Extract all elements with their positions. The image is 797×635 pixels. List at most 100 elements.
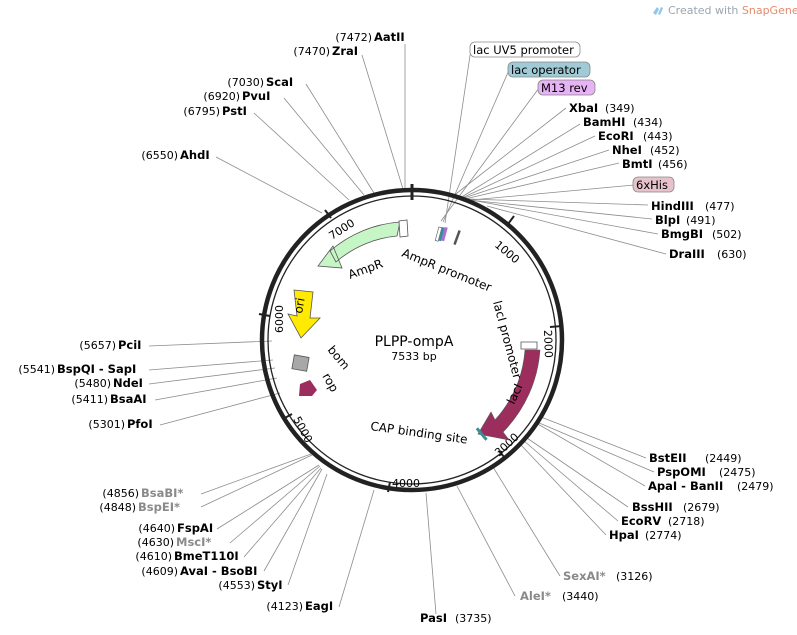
tag-lac-operator: lac operator (511, 63, 581, 77)
feature-label-cap: CAP binding site (370, 419, 469, 446)
tag-m13-rev-box[interactable] (537, 79, 596, 96)
ampr-promoter-box[interactable] (398, 219, 409, 238)
backbone (259, 184, 565, 493)
site-bmti-pos: (456) (658, 158, 688, 171)
svg-text:Created with SnapGene®: Created with SnapGene® (668, 3, 797, 17)
tag-6xhis: 6xHis (636, 178, 668, 192)
site-psti[interactable]: PstI (222, 104, 247, 118)
laci-arrow[interactable] (477, 349, 541, 441)
site-alei[interactable]: AleI* (520, 589, 551, 603)
bom-box[interactable] (291, 354, 310, 372)
site-ahdi-pos: (6550) (141, 149, 178, 162)
site-bmgbi[interactable]: BmgBI (661, 227, 703, 241)
site-ndei[interactable]: NdeI (113, 376, 143, 390)
site-fspai[interactable]: FspAI (177, 521, 213, 535)
site-ndei-pos: (5480) (74, 377, 111, 390)
site-nhei[interactable]: NheI (612, 143, 642, 157)
site-apai-banii[interactable]: ApaI - BanII (648, 479, 723, 493)
tag-lac-uv5-box[interactable] (469, 41, 581, 58)
site-bsabi[interactable]: BsaBI* (141, 486, 183, 500)
his-tag-mark[interactable] (453, 230, 461, 246)
site-ahdi[interactable]: AhdI (180, 148, 210, 162)
site-hindiii[interactable]: HindIII (651, 199, 694, 213)
site-draiii-pos: (630) (717, 248, 747, 261)
site-blpi-pos: (491) (686, 214, 716, 227)
site-avai-bsobi[interactable]: AvaI - BsoBI (180, 564, 257, 578)
tag-lac-operator-box[interactable] (507, 61, 591, 78)
lac-operator-mark[interactable] (438, 226, 445, 242)
ori-arrow[interactable] (287, 289, 321, 339)
site-psti-pos: (6795) (183, 105, 220, 118)
plasmid-name: PLPP-ompA (375, 334, 454, 350)
site-alei-pos: (3440) (562, 590, 599, 603)
site-pasi-pos: (3735) (455, 612, 492, 625)
tag-6xhis-box[interactable] (632, 176, 675, 193)
laci-promoter-box[interactable] (520, 341, 538, 350)
site-aatii-pos: (7472) (335, 31, 372, 44)
site-pfoi[interactable]: PfoI (127, 417, 153, 431)
sites-left: (7472) AatII (7470) ZraI (7030) ScaI (69… (18, 30, 404, 613)
site-msci-pos: (4630) (137, 536, 174, 549)
feature-label-laci-promoter: lacI promoter (490, 299, 524, 380)
site-msci[interactable]: MscI* (176, 535, 211, 549)
site-bsteii[interactable]: BstEII (649, 451, 687, 465)
site-nhei-pos: (452) (650, 144, 680, 157)
site-pcii-pos: (5657) (79, 339, 116, 352)
site-pvui-pos: (6920) (203, 90, 240, 103)
m13-rev-mark[interactable] (441, 226, 448, 242)
site-aatii[interactable]: AatII (374, 30, 405, 44)
site-ecori[interactable]: EcoRI (598, 129, 634, 143)
feature-label-ampr-promoter: AmpR promoter (400, 246, 494, 295)
tick-2000: 2000 (541, 330, 555, 358)
site-ecorv-pos: (2718) (668, 515, 705, 528)
tick-4000: 4000 (392, 477, 420, 490)
site-styi-pos: (4553) (218, 579, 255, 592)
site-eagi-pos: (4123) (266, 600, 303, 613)
feature-label-bom: bom (325, 343, 353, 372)
site-zrai-pos: (7470) (293, 45, 330, 58)
site-pspomi-pos: (2475) (719, 466, 756, 479)
watermark-prefix: Created with (668, 4, 742, 17)
site-pasi[interactable]: PasI (420, 611, 447, 625)
site-bsaai[interactable]: BsaAI (110, 392, 147, 406)
site-bmet110i[interactable]: BmeT110I (174, 549, 239, 563)
site-bmti[interactable]: BmtI (622, 157, 653, 171)
site-xbai[interactable]: XbaI (569, 101, 598, 115)
site-apai-pos: (2479) (737, 480, 774, 493)
site-bsteii-pos: (2449) (705, 452, 742, 465)
site-bsshii[interactable]: BssHII (632, 500, 673, 514)
site-sexai[interactable]: SexAI* (563, 569, 606, 583)
site-hpai[interactable]: HpaI (609, 528, 639, 542)
site-bspqi-pos: (5541) (18, 363, 55, 376)
site-pspomi[interactable]: PspOMI (657, 465, 706, 479)
snapgene-watermark[interactable]: Created with SnapGene® (653, 3, 797, 17)
site-bspqi-sapi[interactable]: BspQI - SapI (57, 362, 136, 376)
cap-site-mark[interactable] (475, 427, 488, 441)
site-zrai[interactable]: ZraI (332, 44, 358, 58)
site-avai-pos: (4609) (141, 565, 178, 578)
site-bamhi[interactable]: BamHI (583, 115, 625, 129)
site-ecorv[interactable]: EcoRV (621, 514, 661, 528)
site-pvui[interactable]: PvuI (242, 89, 270, 103)
site-bsabi-pos: (4856) (102, 487, 139, 500)
site-draiii[interactable]: DraIII (669, 247, 705, 261)
site-styi[interactable]: StyI (257, 578, 283, 592)
watermark-product: SnapGene (742, 4, 797, 17)
rop-arrow[interactable] (299, 380, 317, 396)
site-blpi[interactable]: BlpI (655, 213, 680, 227)
snapgene-logo-icon (653, 7, 663, 15)
site-bsaai-pos: (5411) (71, 393, 108, 406)
ampr-arrow[interactable] (317, 221, 401, 269)
site-bspei[interactable]: BspEI* (138, 500, 180, 514)
feature-label-ori: ori (291, 297, 307, 315)
site-scai[interactable]: ScaI (266, 75, 293, 89)
site-hindiii-pos: (477) (705, 200, 735, 213)
tag-m13-rev: M13 rev (541, 81, 588, 95)
tick-6000: 6000 (273, 305, 286, 333)
site-pcii[interactable]: PciI (118, 338, 141, 352)
site-hpai-pos: (2774) (645, 529, 682, 542)
site-bspei-pos: (4848) (99, 501, 136, 514)
site-bmgbi-pos: (502) (712, 228, 742, 241)
site-eagi[interactable]: EagI (305, 599, 333, 613)
